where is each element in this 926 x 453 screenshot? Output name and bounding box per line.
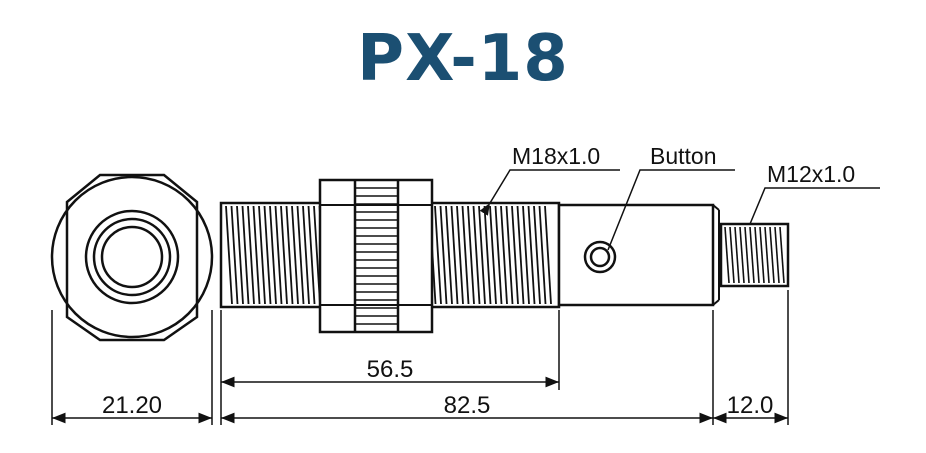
thread-line [467,205,475,305]
thread-line [500,205,508,305]
thread-line [544,205,552,305]
thread-line [764,226,770,284]
thread-connector-label: M12x1.0 [767,161,855,187]
thread-line [285,205,294,305]
dim-hex-width: 21.20 [102,392,162,419]
thread-line [516,205,525,305]
thread-line [759,226,765,284]
thread-line [511,205,519,305]
thread-line [754,226,760,284]
dimension-lines [52,376,788,424]
end-view [50,173,214,342]
thread-line [478,205,486,305]
thread-line [450,205,459,305]
side-nut [318,178,434,334]
hex-nut-outline [65,173,199,342]
connector [719,222,790,288]
thread-line [280,205,288,305]
thread-line [779,226,785,284]
thread-line [263,205,272,305]
thread-main-label: M18x1.0 [512,143,600,169]
thread-line [527,205,536,305]
thread-line [269,205,277,305]
thread-line [236,205,244,305]
thread-line [472,205,481,305]
outer-circle [50,175,214,339]
thread-line [291,205,299,305]
thread-line [241,205,250,305]
extension-lines [51,290,789,425]
thread-line [296,205,305,305]
thread-line [533,205,541,305]
rear-body [557,203,720,307]
thread-line [230,205,239,305]
thread-line [739,226,745,284]
thread-line [456,205,464,305]
thread-line [461,205,470,305]
thread-line [445,205,453,305]
thread-line [749,226,755,284]
thread-line [729,226,735,284]
thread-line [247,205,255,305]
dim-body-length: 82.5 [444,392,491,419]
thread-line [274,205,283,305]
thread-line [307,205,316,305]
thread-line [489,205,497,305]
thread-line [744,226,750,284]
thread-line [302,205,310,305]
thread-line [439,205,448,305]
dim-thread-length: 56.5 [367,356,414,383]
button-inner [589,246,611,268]
page-title: PX-18 [357,22,569,96]
thread-line [538,205,547,305]
thread-line [522,205,530,305]
leader-lines [479,169,880,251]
thread-line [483,205,492,305]
thread-line [724,226,730,284]
thread-line [434,205,442,305]
thread-line [505,205,514,305]
dim-connector-length: 12.0 [727,392,774,419]
thread-line [252,205,261,305]
thread-line [769,226,775,284]
button-label: Button [650,143,717,169]
thread-line [258,205,266,305]
thread-line [225,205,233,305]
thread-line [734,226,740,284]
thread-line [494,205,503,305]
thread-line [774,226,780,284]
